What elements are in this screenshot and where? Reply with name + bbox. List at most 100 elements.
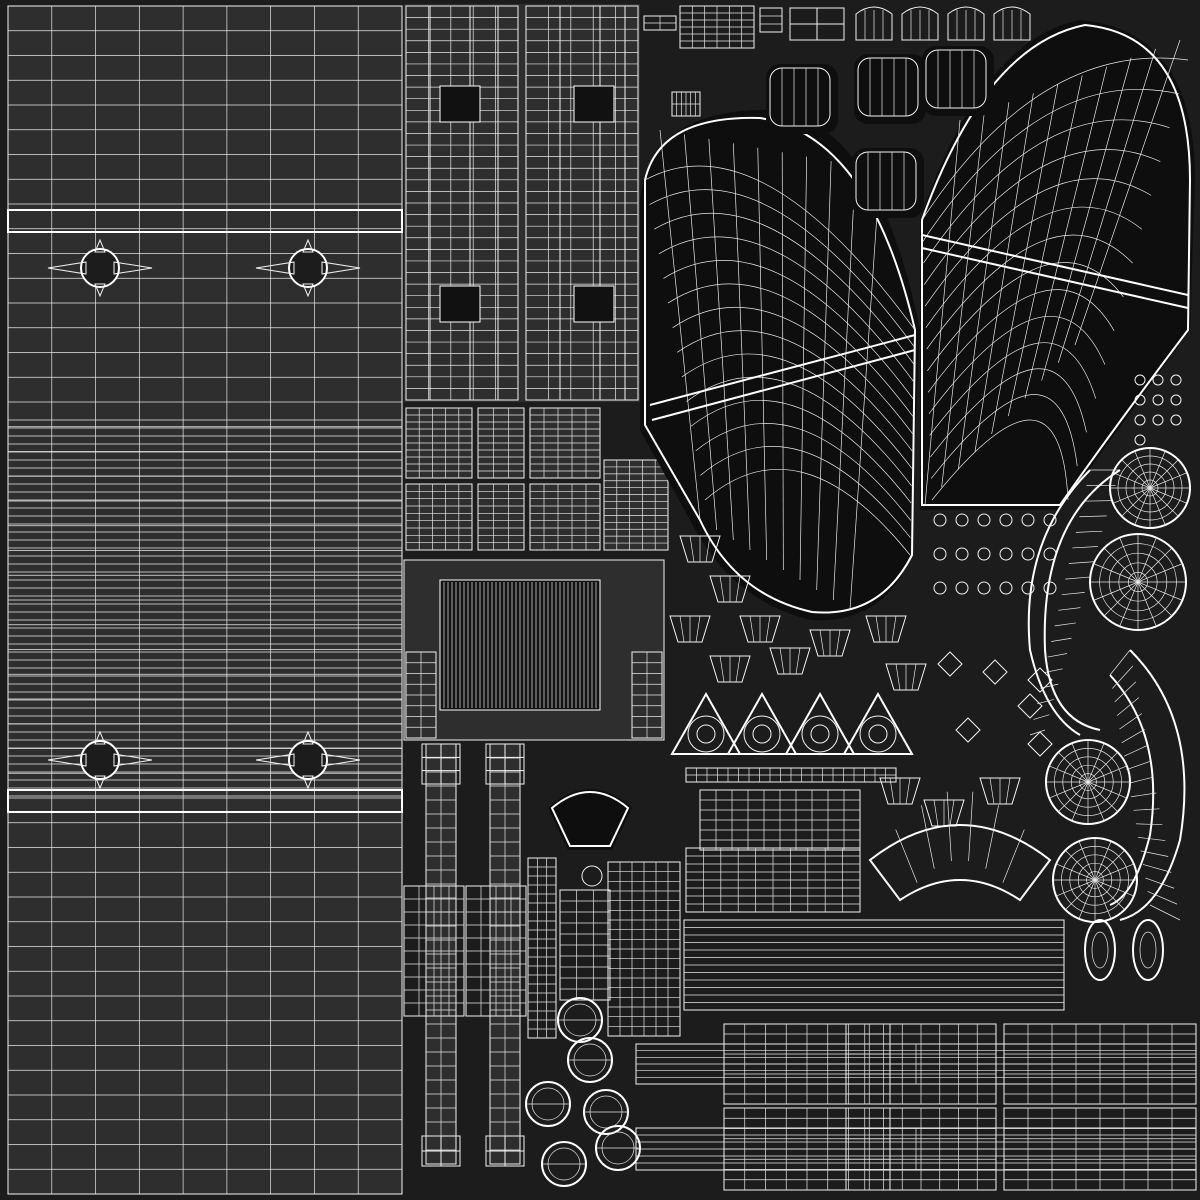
bolt	[1134, 434, 1146, 446]
diamond-piece	[1017, 693, 1043, 719]
bolt	[1170, 394, 1182, 406]
dish-spoke	[1137, 581, 1183, 601]
fan-line	[835, 629, 841, 657]
nose-cone-left-outline	[644, 116, 917, 614]
arc-rib	[1123, 744, 1148, 757]
arc-rib	[1033, 714, 1050, 720]
oval-part-inner	[1139, 931, 1157, 969]
cone-segment	[924, 119, 961, 506]
cone-segment	[1024, 66, 1108, 399]
arc-rib	[1040, 683, 1059, 689]
column-pieces	[403, 743, 681, 1167]
dish-spoke	[1094, 863, 1134, 881]
bracket-hole	[868, 724, 888, 744]
bolt	[977, 581, 991, 595]
cone-ring	[644, 165, 916, 331]
strip-cutout	[439, 285, 481, 323]
vent-grille-lines	[405, 582, 663, 739]
fan-line	[795, 647, 801, 675]
dish-spoke	[1087, 781, 1127, 799]
dish-spoke	[1087, 765, 1127, 783]
round-rings	[525, 997, 641, 1187]
fan-line	[891, 615, 897, 643]
dish-spoke	[1149, 472, 1188, 489]
bolt	[999, 547, 1013, 561]
cone-segment	[1007, 75, 1083, 417]
bolt	[999, 581, 1013, 595]
small-block-outline	[477, 483, 525, 551]
dish-spoke	[1121, 459, 1151, 489]
block-surface	[406, 484, 472, 550]
dish-spoke	[1065, 879, 1096, 910]
arc-rib	[1128, 776, 1154, 784]
big-panel-island	[7, 5, 403, 1195]
nose-cone-right-outline	[921, 23, 1192, 506]
bracket-ring	[687, 715, 725, 753]
cone-ring	[663, 260, 914, 400]
cone-segment	[832, 165, 856, 601]
cone-segment	[816, 161, 832, 591]
arc-rib	[1149, 904, 1181, 921]
bolt	[955, 581, 969, 595]
panel-ports	[47, 238, 361, 790]
dish-spoke	[1094, 841, 1112, 881]
arc-rib	[1079, 515, 1107, 518]
fan-line	[895, 663, 901, 691]
cone-ring	[658, 236, 915, 383]
cone-seam	[921, 247, 1189, 309]
bracket-hole	[752, 724, 772, 744]
cone-ring	[672, 306, 913, 435]
cone-ring	[690, 399, 912, 504]
dish-spoke	[1056, 863, 1096, 881]
bracket-ring	[801, 715, 839, 753]
dish-spoke	[1137, 581, 1173, 617]
arc-rib	[1075, 530, 1103, 533]
port-star	[255, 730, 361, 790]
dish-spoke	[1094, 879, 1134, 897]
bolt	[1134, 394, 1146, 406]
fan-line	[735, 655, 741, 683]
fan-line	[905, 777, 911, 805]
fan-pieces	[669, 535, 1052, 902]
oval-part-inner	[1091, 931, 1109, 969]
arc-rib	[1114, 681, 1137, 703]
long-strips	[635, 767, 1197, 1191]
bolt	[955, 547, 969, 561]
cone-seam	[651, 349, 916, 421]
seat-top	[855, 151, 917, 211]
diamond-piece	[955, 717, 981, 743]
hub-shadow	[548, 789, 632, 850]
arc-rib	[1116, 697, 1140, 716]
block-surface	[604, 460, 668, 550]
bolt	[1134, 414, 1146, 426]
dish-spoke	[1087, 743, 1105, 783]
top-small-parts	[643, 5, 1031, 218]
dish-spoke	[1103, 547, 1139, 583]
bracket-hole	[696, 724, 716, 744]
fan-arc-rib	[1002, 829, 1025, 883]
dish-spoke	[1049, 765, 1089, 783]
curved-bands	[1027, 469, 1186, 921]
dish-spoke	[1112, 487, 1151, 504]
arc-rib	[1112, 665, 1134, 689]
fan-line	[875, 615, 881, 643]
cone-segment	[974, 93, 1034, 452]
seat-top	[857, 57, 919, 117]
fan-line	[719, 655, 725, 683]
dish-spoke	[1149, 459, 1179, 489]
fan-piece	[669, 615, 711, 643]
triangle-bracket	[670, 691, 742, 755]
arc-rib	[1054, 622, 1076, 627]
nose-cone-left-grid	[644, 129, 916, 611]
cone-ring	[704, 469, 911, 556]
arc-rib	[1029, 729, 1046, 736]
cone-segment	[799, 156, 808, 581]
arc-band-upper-inner	[1027, 469, 1091, 736]
cone-ring	[654, 213, 915, 365]
arc-band-lower-inner	[1109, 674, 1155, 906]
dish-spoke	[1112, 472, 1151, 489]
bolt	[933, 581, 947, 595]
dish-spoke	[1094, 879, 1112, 919]
vent-mesh-island	[403, 559, 665, 741]
